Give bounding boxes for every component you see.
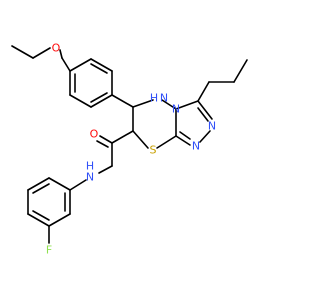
atom-label-fluorine: F	[46, 244, 52, 257]
bond	[161, 99, 177, 110]
bond	[90, 94, 113, 108]
bond	[175, 135, 191, 146]
bond	[197, 100, 213, 120]
bond	[32, 47, 51, 59]
bond	[27, 213, 50, 227]
bond	[48, 177, 71, 191]
bond	[69, 58, 92, 72]
bond	[90, 58, 113, 72]
bond	[32, 210, 50, 221]
bond	[175, 100, 199, 110]
bond	[61, 57, 71, 72]
bond	[69, 94, 92, 108]
bond	[69, 179, 87, 191]
molecule-structure: O H N N N N S O N H F	[11, 42, 248, 257]
bond	[59, 49, 63, 59]
atom-label-nitrogen: N	[208, 120, 216, 133]
bond	[48, 213, 71, 227]
bond	[179, 131, 191, 140]
bond	[233, 59, 248, 83]
bond	[98, 165, 113, 174]
bond	[32, 183, 50, 194]
bond	[11, 45, 34, 59]
atom-label-nitrogen: N	[86, 171, 94, 184]
bond	[90, 92, 108, 103]
bond	[199, 130, 211, 143]
bond	[99, 135, 113, 144]
bond	[197, 81, 210, 102]
atom-label-oxygen: O	[52, 42, 61, 55]
bond	[96, 140, 109, 148]
atom-label-nitrogen: N	[172, 103, 180, 116]
atom-label-nitrogen: N	[192, 140, 200, 153]
atom-label-hydrogen: H	[150, 92, 158, 105]
bond	[111, 130, 134, 144]
bond	[27, 177, 50, 191]
atom-label-nitrogen: N	[160, 92, 168, 105]
bond	[132, 99, 154, 108]
bond	[111, 94, 134, 108]
bond	[90, 63, 108, 74]
molecule-canvas: O H N N N N S O N H F	[11, 41, 248, 257]
atom-label-sulfur: S	[150, 144, 157, 157]
bond	[156, 135, 177, 149]
bond	[197, 107, 209, 122]
bond	[132, 130, 149, 149]
atom-label-hydrogen: H	[86, 160, 94, 173]
atom-label-oxygen: O	[90, 128, 99, 141]
